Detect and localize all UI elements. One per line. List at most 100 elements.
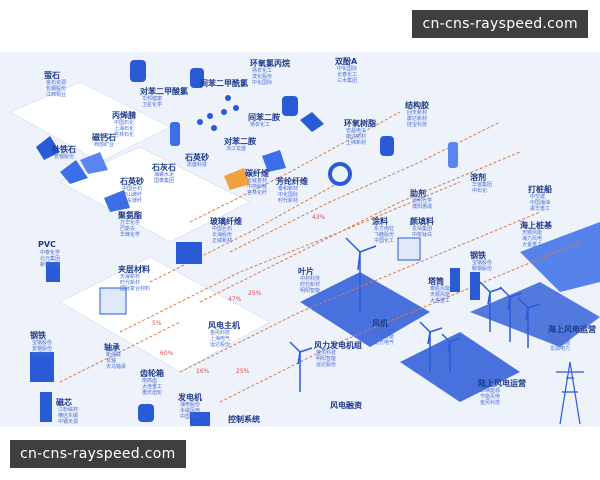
cylinder-icons <box>130 60 480 422</box>
node-company-dazhuangji: 中国海油 <box>530 200 551 206</box>
node-company-haishang: 大金重工 <box>522 242 543 248</box>
node-label-chilunxiang: 齿轮箱 <box>140 369 164 378</box>
node-company-gangtie: 鞍钢股份 <box>472 266 493 272</box>
node-company-haishangyunying: 中国能建 <box>550 340 571 346</box>
node-label-cigaishi: 磁钙石 <box>92 133 116 142</box>
node-label-luyunying: 陆上风电运营 <box>478 379 526 388</box>
node-company-yingshi: 金石资源 <box>46 80 67 86</box>
node-company-pvc: 中泰化学 <box>40 250 61 256</box>
node-label-jiaer2: 间苯二胺 <box>248 113 280 122</box>
node-company-huanyang: 中化国际 <box>252 80 273 86</box>
node-company-tuliao: 东方雨虹 <box>374 226 395 232</box>
node-company-cixin: 横店东磁 <box>58 413 79 419</box>
share-label-p7: 25% <box>236 368 250 375</box>
node-company-haishang: 海力风电 <box>522 236 543 242</box>
node-company-shuangfen: 中化国际 <box>337 66 358 72</box>
watermark-bottom: cn-cns-rayspeed.com <box>10 440 186 468</box>
node-company-yinglishi: 吉林石化 <box>114 132 135 138</box>
node-company-cixin: 江粉磁材 <box>58 407 79 413</box>
node-company-shuangfen: 三木集团 <box>337 78 358 84</box>
node-company-luyunying: 节能风电 <box>480 394 501 400</box>
node-company-tatong: 天顺风能 <box>430 292 451 298</box>
node-company-jiaceng: 天晟新材 <box>120 274 141 280</box>
node-company-yanliao: 龙佰集团 <box>412 226 433 232</box>
node-label-cixin: 磁芯 <box>56 398 72 407</box>
node-company-duier: 卫星化学 <box>142 102 163 108</box>
node-company-gangtie: 宝钢股份 <box>472 260 493 266</box>
node-company-luoshuan: 天马轴承 <box>106 364 127 370</box>
node-company-zhanshi: 普钢股份 <box>54 154 75 160</box>
node-company-yepian: 明阳智能 <box>300 288 321 294</box>
node-company-huanyang: 滨化股份 <box>252 74 273 80</box>
node-label-fadianji: 发电机 <box>178 393 202 402</box>
node-company-cigaishi: 西部矿业 <box>94 142 115 148</box>
node-label-fengji2: 风机 <box>372 319 388 328</box>
node-company-jiegoujiao: 回天新材 <box>407 110 428 116</box>
onshore-base <box>400 332 520 402</box>
share-label-p6: 16% <box>196 368 210 375</box>
node-company-gangtie2: 首钢股份 <box>32 346 53 352</box>
node-label-tuliao: 涂料 <box>372 217 388 226</box>
node-label-yepian: 叶片 <box>298 267 314 276</box>
node-label-fengjizu: 风力发电机组 <box>314 341 362 350</box>
node-label-haishang: 海上桩基 <box>520 221 552 230</box>
node-company-yinglishi: 中国石化 <box>114 120 135 126</box>
node-label-duier: 对苯二甲酸氯 <box>140 87 188 96</box>
node-label-haishangyunying: 海上风电运营 <box>548 325 596 334</box>
node-company-fanglun: 时代新材 <box>278 198 299 204</box>
node-label-shuangfen: 双酚A <box>335 57 358 66</box>
node-label-fanglun: 芳纶纤维 <box>276 177 308 186</box>
node-company-fengji2: 东方电气 <box>374 340 395 346</box>
share-label-p4: 5% <box>152 320 162 327</box>
node-company-tanxian: 吉林化纤 <box>247 190 268 196</box>
node-company-boli: 中国巨石 <box>212 226 233 232</box>
node-company-fengjizu: 运达股份 <box>316 362 337 368</box>
node-company-haishangyunying: 龙源电力 <box>550 346 571 352</box>
node-label-jiaer: 间苯二甲酰氯 <box>200 79 248 88</box>
node-company-fengji: 上海电气 <box>210 336 231 342</box>
node-company-rongji: 华谊集团 <box>472 182 493 188</box>
node-company-jiaceng: 国际复合材料 <box>120 286 151 292</box>
node-company-fengjizu: 金风科技 <box>316 350 337 356</box>
node-company-shiyingsha: 山东玻纤 <box>122 198 143 204</box>
node-company-juxian: 巴斯夫 <box>120 226 136 232</box>
node-label-huanyang: 环氧氯丙烷 <box>250 59 290 68</box>
node-label-yingshi: 萤石 <box>44 71 60 80</box>
node-company-fadianji: 永磁风电 <box>180 408 201 414</box>
node-label-shihuishi: 石灰石 <box>152 163 176 172</box>
node-company-huanyangshuzhi: 上纬新材 <box>346 140 367 146</box>
node-company-tanxian: 光威复材 <box>247 178 268 184</box>
node-label-zhuji: 助剂 <box>410 189 426 198</box>
node-company-jiaceng: 时代新材 <box>120 280 141 286</box>
share-label-p3: 25% <box>248 290 262 297</box>
node-company-huanyangshuzhi: 康达新材 <box>346 134 367 140</box>
node-label-duier2: 对苯二胺 <box>224 137 256 146</box>
node-company-fanglun: 泰和新材 <box>278 186 299 192</box>
node-company-juxian: 华峰化学 <box>120 232 141 238</box>
node-label-juxian: 聚氨酯 <box>118 211 142 220</box>
node-company-shuangfen: 长春化工 <box>337 72 358 78</box>
node-company-huanyangshuzhi: 宏昌电子 <box>346 128 367 134</box>
node-company-jiaer2: 扬农化工 <box>250 122 271 128</box>
node-company-tatong: 泰胜风能 <box>430 286 451 292</box>
node-label-tanxian: 碳纤维 <box>245 169 269 178</box>
node-company-fengji2: 明阳智能 <box>374 334 395 340</box>
node-label-jiaceng: 夹层材料 <box>118 265 150 274</box>
node-company-zhuji: 濮阳惠成 <box>412 204 433 210</box>
offshore-base <box>470 282 600 347</box>
node-company-rongji: 中石化 <box>472 188 488 194</box>
share-label-p5: 60% <box>160 350 174 357</box>
node-label-jiegoujiao: 结构胶 <box>405 101 429 110</box>
node-label-luoshuan: 轴承 <box>104 343 120 352</box>
node-company-pvc: 北元集团 <box>40 256 61 262</box>
node-company-shiyingsha: 中国巨石 <box>122 186 143 192</box>
node-company-luoshuan: 瓦轴 <box>106 358 117 364</box>
node-company-luyunying: 三峡能源 <box>480 388 501 394</box>
node-company-fengji2: 金风科技 <box>374 328 395 334</box>
node-company-duier2: 浙江龙盛 <box>226 146 247 152</box>
node-company-chilunxiang: 南高齿 <box>142 378 158 384</box>
watermark-top: cn-cns-rayspeed.com <box>412 10 588 38</box>
node-company-chilunxiang: 重庆齿轮 <box>142 390 163 396</box>
node-label-fengji: 风电主机 <box>208 321 240 330</box>
node-label-xiyou: 石英砂 <box>185 153 209 162</box>
